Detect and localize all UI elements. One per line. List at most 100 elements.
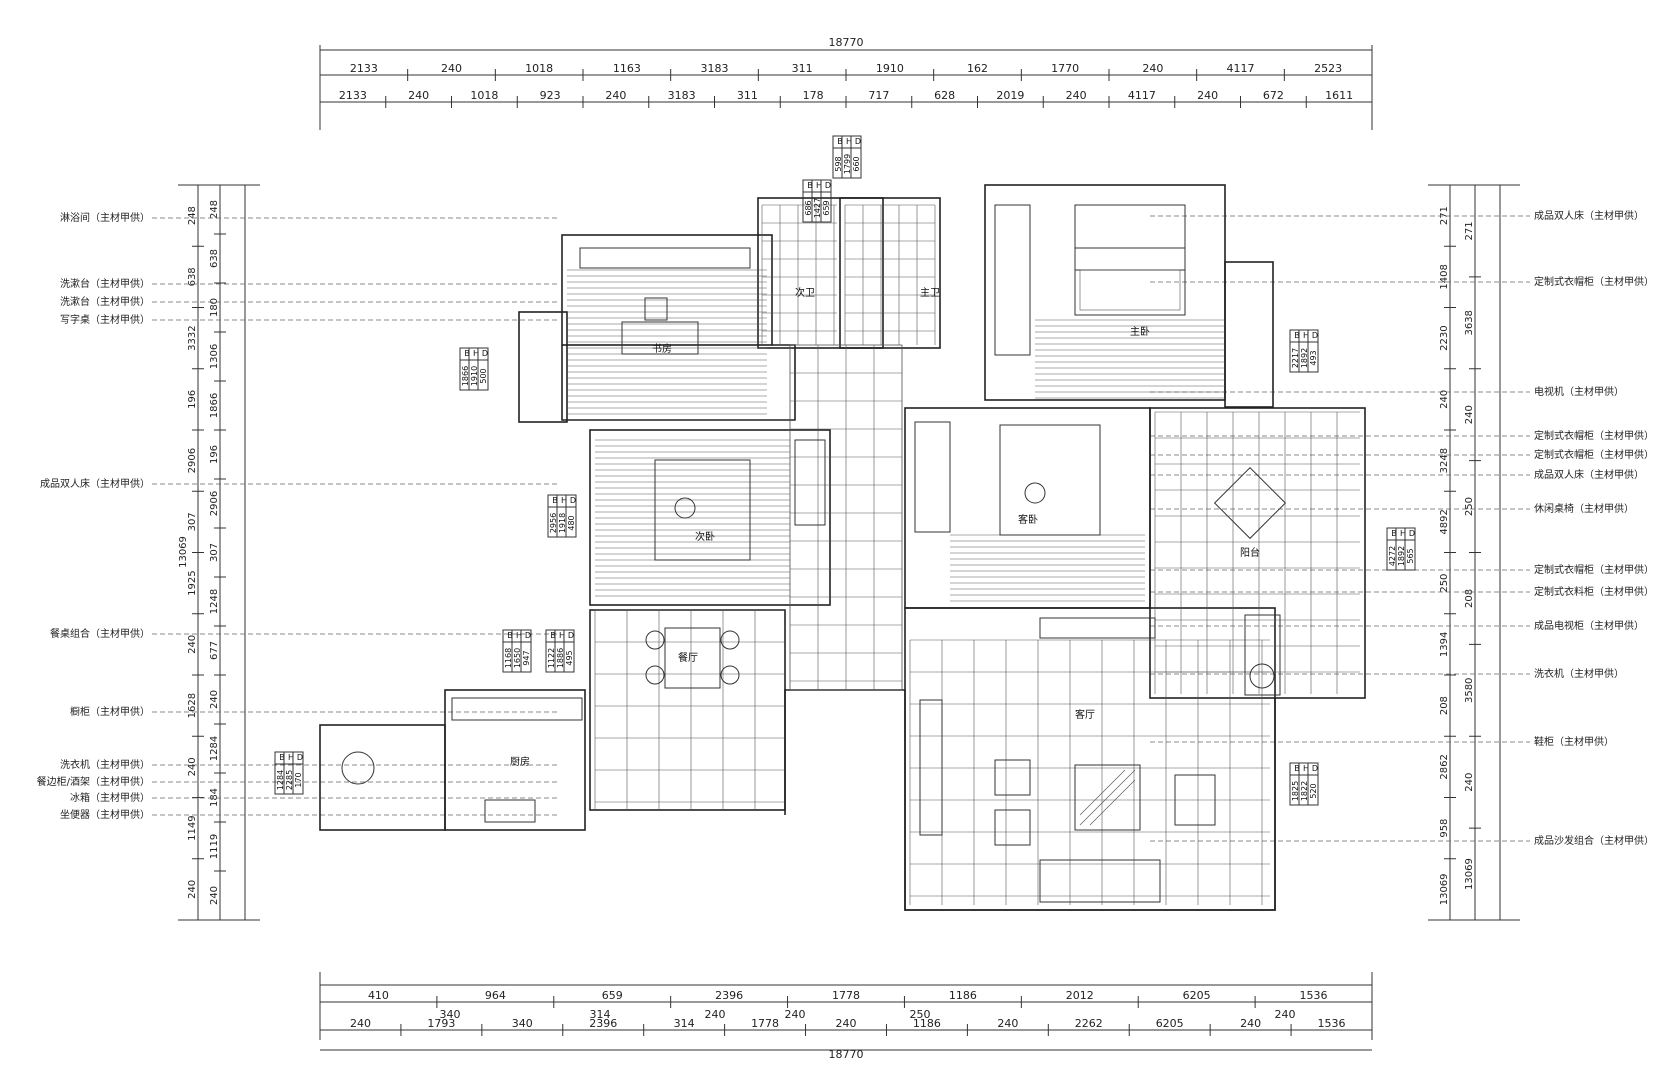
dim-value: 248 [209,200,220,219]
study-chair [644,297,668,321]
dim-value: 240 [350,1017,371,1030]
bhd-value: 1822 [1300,781,1309,801]
bhd-value: 1910 [470,366,479,386]
dim-value: 271 [1439,206,1450,225]
dim-value: 240 [1197,89,1218,102]
floor-hatch [567,204,1360,905]
dim-value: 1536 [1318,1017,1346,1030]
dim-value: 240 [997,1017,1018,1030]
bhd-value: 1918 [558,513,567,533]
sofa [1039,859,1161,903]
dim-value: 2012 [1066,989,1094,1002]
dim-value: 250 [1439,574,1450,593]
coffee-table [1074,764,1141,831]
dim-value: 1284 [209,736,220,761]
master-bed [1074,204,1186,316]
dim-value: 2230 [1439,325,1450,350]
material-label: 休闲桌椅（主材甲供） [1534,502,1634,515]
material-label: 餐边柜/酒架（主材甲供） [37,775,150,788]
dim-value: 3183 [701,62,729,75]
shoe-cabinet [919,699,943,836]
dim-value: 2523 [1314,62,1342,75]
dim-value: 638 [187,267,198,286]
dim-value: 1248 [209,589,220,614]
bhd-value: 659 [822,200,831,215]
armchair-3 [1174,774,1216,826]
bhd-key: D [1409,529,1415,538]
material-label: 餐桌组合（主材甲供） [50,627,150,640]
dim-value: 1119 [209,834,220,859]
study-cabinet [579,247,751,269]
dim-value: 958 [1439,819,1450,838]
dim-value: 6205 [1156,1017,1184,1030]
dim-value: 2396 [715,989,743,1002]
kitchen-counter [451,697,583,721]
room-master-bed: 主卧 [1130,325,1150,338]
dim-value: 3580 [1464,678,1475,703]
bhd-key: D [482,349,488,358]
dim-value: 717 [868,89,889,102]
dim-value: 672 [1263,89,1284,102]
bhd-key: H [846,137,852,146]
dim-value: 240 [1066,89,1087,102]
dim-value: 311 [737,89,758,102]
material-label: 洗漱台（主材甲供） [60,295,150,308]
room-master-bath: 主卫 [920,287,940,299]
bhd-value: 1892 [1397,546,1406,566]
bhd-key: B [464,349,470,358]
dim-value: 1778 [832,989,860,1002]
bhd-value: 480 [567,515,576,530]
guest-bed [999,424,1101,536]
room-second-bath: 次卫 [795,286,815,299]
dim-value: 410 [368,989,389,1002]
dim-value: 180 [209,298,220,317]
bhd-key: D [1312,331,1318,340]
dim-value: 340 [440,1008,461,1021]
bhd-key: B [552,496,558,505]
bhd-value: 500 [479,368,488,383]
dim-value: 240 [408,89,429,102]
bhd-key: D [297,753,303,762]
dim-value: 1394 [1439,632,1450,657]
second-wardrobe [794,439,826,526]
dim-value: 2396 [589,1017,617,1030]
dim-value: 1536 [1300,989,1328,1002]
dim-value: 1186 [913,1017,941,1030]
dim-value: 1770 [1051,62,1079,75]
dim-value: 1910 [876,62,904,75]
bhd-value: 686 [804,200,813,215]
room-balcony: 阳台 [1240,546,1260,559]
dim-value: 162 [967,62,988,75]
material-label: 定制式衣帽柜（主材甲供） [1534,429,1654,442]
dining-table [664,627,721,689]
bhd-value: 2285 [285,770,294,790]
material-label: 写字桌（主材甲供） [60,313,150,326]
balcony-washer [1244,614,1281,696]
dim-value: 1306 [209,344,220,369]
master-wardrobe [994,204,1031,356]
bhd-value: 4272 [1388,546,1397,566]
right-dimensions: 2711408223024032484892250139420828629581… [1428,184,1520,921]
bhd-key: H [1303,331,1309,340]
dim-value: 240 [1464,773,1475,792]
bottom-total-dim: 18770 [829,1048,864,1061]
left-dimensions: 2486383332196290630719252401628240114924… [178,184,260,921]
bhd-key: H [559,631,565,640]
armchair [994,759,1031,796]
bhd-value: 1825 [1291,781,1300,801]
material-label: 冰箱（主材甲供） [70,791,150,804]
dim-value: 240 [441,62,462,75]
dim-value: 248 [187,206,198,225]
bhd-key: H [1303,764,1309,773]
bhd-key: D [855,137,861,146]
material-label: 电视机（主材甲供） [1534,385,1624,398]
dim-value: 2862 [1439,754,1450,779]
dim-value: 3248 [1439,448,1450,473]
dim-value: 2133 [350,62,378,75]
room-study: 书房 [652,342,672,355]
dim-value: 4892 [1439,509,1450,534]
bhd-key: D [1312,764,1318,773]
armchair-2 [994,809,1031,846]
bhd-value: 1886 [556,648,565,668]
